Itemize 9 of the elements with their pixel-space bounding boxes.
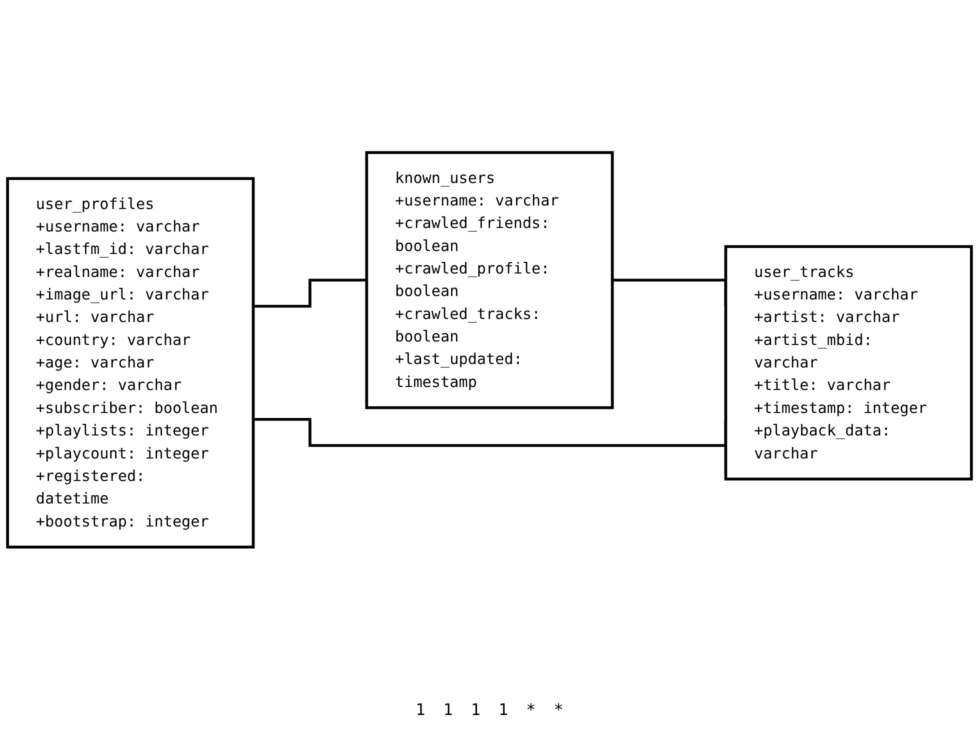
- multiplicity-label: 1: [470, 700, 480, 719]
- node-box: user_tracks +username: varchar +artist: varchar +artist_mbid: varchar +title: varchar +timestamp: integer +playback_data: varchar: [724, 245, 973, 481]
- node-box: known_users +username: varchar +crawled_friends: boolean +crawled_profile: boolean +crawled_tracks: boolean +last_updated: timestamp: [365, 151, 614, 410]
- multiplicity-label: 1: [443, 700, 453, 719]
- multiplicity-label: *: [526, 700, 536, 719]
- multiplicity-label: *: [554, 700, 564, 719]
- node-box: user_profiles +username: varchar +lastfm_id: varchar +realname: varchar +image_url: varchar +url: varchar +country: varchar +age: varchar +gender: varchar +subscriber: boolean +playlists: integer +playcount: integer +registered: datetime +bootstrap: integer: [6, 177, 255, 549]
- multiplicity-label: 1: [416, 700, 426, 719]
- multiplicity-label: 1: [498, 700, 508, 719]
